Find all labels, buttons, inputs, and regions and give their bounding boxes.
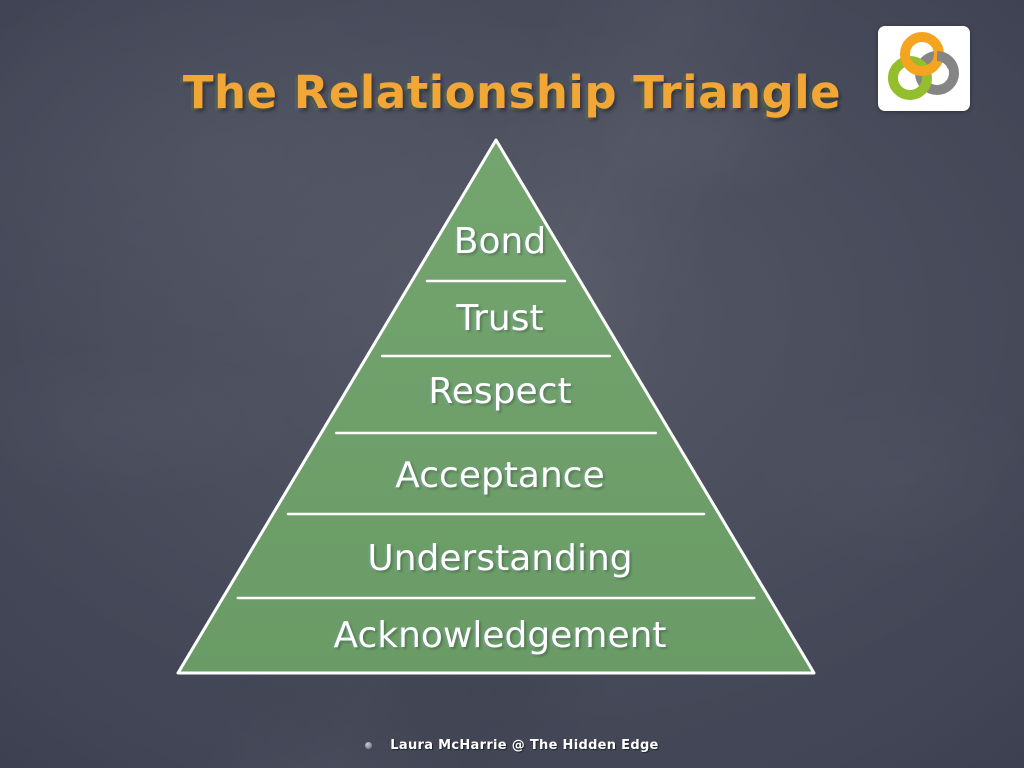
- pyramid-level-label: Respect: [428, 371, 571, 412]
- footer-credit: Laura McHarrie @ The Hidden Edge: [0, 738, 1024, 753]
- pyramid-level-label: Trust: [455, 298, 543, 339]
- hidden-edge-logo: [878, 26, 970, 111]
- pyramid-level-label: Bond: [454, 221, 546, 262]
- pyramid-shape: [176, 138, 816, 675]
- footer-credit-text: Laura McHarrie @ The Hidden Edge: [390, 738, 659, 753]
- pyramid-level-label: Understanding: [367, 538, 632, 579]
- pyramid-level-label: Acknowledgement: [333, 615, 666, 656]
- logo-ring-gray-overlap: [936, 51, 958, 70]
- bullet-icon: [365, 742, 373, 749]
- page-title: The Relationship Triangle: [182, 66, 842, 120]
- pyramid-level-label: Acceptance: [395, 455, 605, 496]
- interlocking-loops-icon: [888, 32, 959, 100]
